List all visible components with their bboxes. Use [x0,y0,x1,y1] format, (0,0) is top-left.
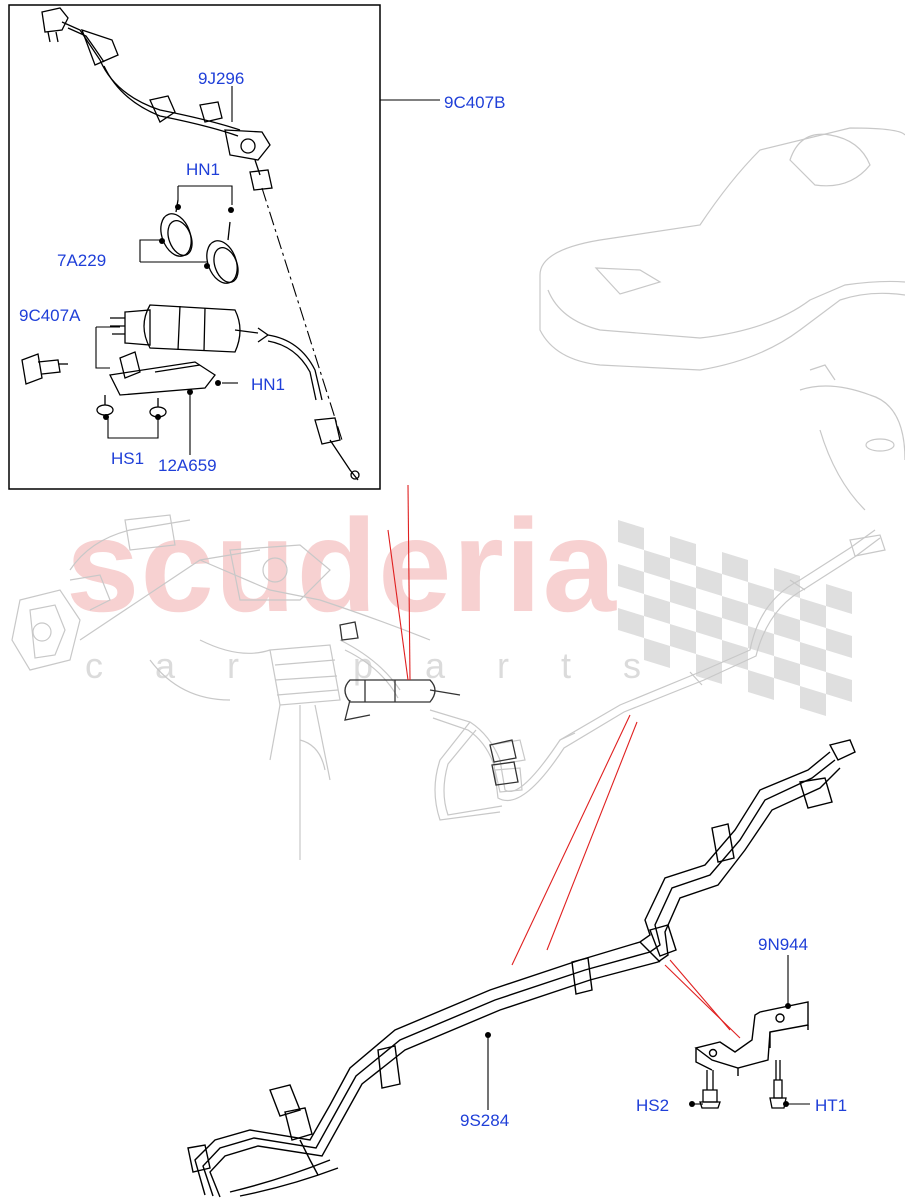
flag-square [748,582,774,612]
part-9C407A-filter [21,304,360,481]
inset-leader-lines [95,86,440,455]
flag-square [826,672,852,702]
flag-square [618,520,644,550]
part-9N944-bracket [694,1001,809,1076]
flag-square [826,584,852,614]
flag-square [800,686,826,716]
main-leader-lines [487,955,810,1110]
fuel-lines-ghost [339,529,886,821]
detail-inset-frame [8,4,381,490]
flag-square [644,594,670,624]
watermark-flag [618,520,852,716]
flag-square [696,610,722,640]
part-12A659-bracket [96,351,216,418]
flag-square [670,624,696,654]
flag-square [774,656,800,686]
engine-ghost [11,514,431,860]
leader-dots [103,389,791,1107]
part-7A229-clamps [160,199,239,284]
flag-square [670,580,696,610]
label-12A659: 12A659 [158,456,217,475]
part-9S284-fuel-lines [187,739,856,1198]
label-9C407A: 9C407A [19,306,81,325]
flag-square [618,564,644,594]
hn1-screws [159,204,234,386]
flag-square [800,598,826,628]
flag-square [722,596,748,626]
flag-square [644,638,670,668]
flag-square [826,628,852,658]
fuel-tank-outline [539,127,905,511]
label-9N944: 9N944 [758,935,809,954]
flag-square [618,608,644,638]
flag-square [644,550,670,580]
label-HS2: HS2 [636,1096,670,1115]
watermark-brand: scuderia [66,492,617,639]
flag-square [800,642,826,672]
label-9C407B: 9C407B [444,93,506,112]
label-HN1-top: HN1 [186,160,221,179]
label-9J296: 9J296 [198,69,245,88]
flag-square [774,568,800,598]
label-HS1: HS1 [111,449,145,468]
fasteners-HS2-HT1 [699,1060,787,1109]
flag-square [696,654,722,684]
label-7A229: 7A229 [57,251,107,270]
label-HT1: HT1 [815,1096,848,1115]
flag-square [748,670,774,700]
part-9J296-harness [41,7,273,191]
highlight-leader-lines [387,484,741,1039]
flag-square [774,612,800,642]
flag-square [670,536,696,566]
assembly-centerline [261,187,343,441]
label-HN1-right: HN1 [251,375,286,394]
label-9S284: 9S284 [460,1111,510,1130]
flag-square [722,552,748,582]
fuel-filter-installed [339,621,519,786]
flag-square [696,566,722,596]
